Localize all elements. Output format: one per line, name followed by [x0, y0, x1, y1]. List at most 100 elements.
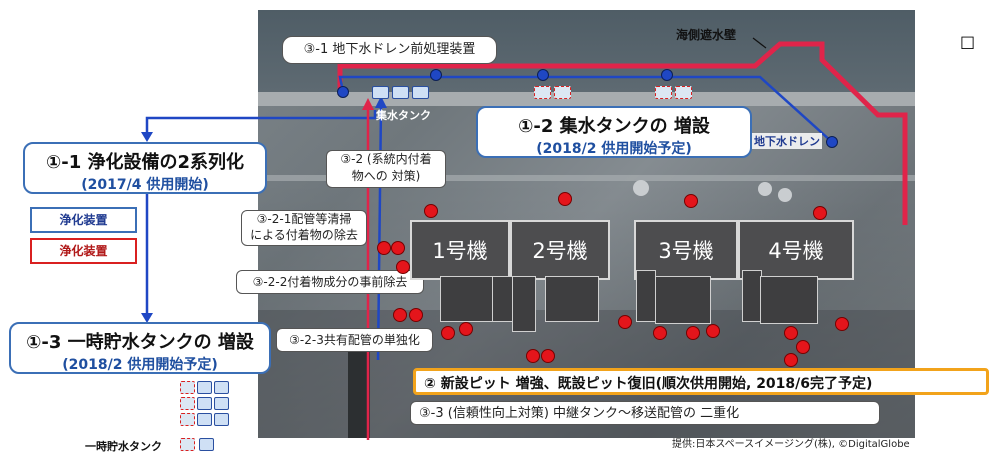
label-3-2: ③-2 (系統内付着 物への 対策) [326, 150, 446, 188]
unit-2: 2号機 [510, 220, 610, 280]
junction-dot [537, 69, 549, 81]
pit-dot [441, 326, 455, 340]
title-marker: □ [960, 32, 976, 51]
planned-tank-icon [180, 413, 195, 426]
tank-icon [412, 86, 429, 99]
turbine-building [545, 276, 599, 322]
box-1-2: ①-2 集水タンクの 増設 (2018/2 供用開始予定) [476, 106, 752, 158]
new-collection-tanks [655, 86, 692, 99]
turbine-building [655, 276, 711, 324]
riser-arrowhead-red [362, 98, 374, 110]
pit-dot [784, 326, 798, 340]
tank-icon [197, 381, 212, 394]
pit-dot [409, 308, 423, 322]
box-1-2-title: ①-2 集水タンクの 増設 [518, 116, 710, 137]
pit-dot [686, 326, 700, 340]
flow-arrowhead-1 [141, 132, 153, 142]
junction-dot [661, 69, 673, 81]
pit-dot [558, 192, 572, 206]
box-1-1-subtitle: (2017/4 供用開始) [81, 177, 209, 193]
collection-tank-label: 集水タンク [376, 109, 431, 122]
box-1-3-subtitle: (2018/2 供用開始予定) [62, 357, 218, 373]
sea-wall-label: 海側遮水壁 [676, 28, 737, 42]
box-1-1: ①-1 浄化設備の2系列化 (2017/4 供用開始) [23, 142, 267, 194]
box-1-3-title: ①-3 一時貯水タンクの 増設 [26, 332, 254, 353]
temp-storage-tanks-row [180, 438, 214, 451]
tank-icon [372, 86, 389, 99]
image-credit: 提供:日本スペースイメージング(株), ©DigitalGlobe [672, 439, 910, 450]
tank-icon [197, 397, 212, 410]
pit-dot [796, 340, 810, 354]
pit-dot [813, 206, 827, 220]
junction-dot [430, 69, 442, 81]
box-1-2-subtitle: (2018/2 供用開始予定) [536, 141, 692, 157]
label-3-2-1-line2: による付着物の除去 [250, 228, 358, 242]
label-3-2-2: ③-2-2付着物成分の事前除去 [236, 270, 424, 294]
planned-tank-icon [180, 438, 195, 451]
label-3-2-line1: ③-2 (系統内付着 [340, 152, 432, 166]
pit-dot [618, 315, 632, 329]
tank-icon [214, 413, 229, 426]
temp-tank-label: 一時貯水タンク [85, 440, 162, 453]
label-3-2-line2: 物への 対策) [351, 169, 421, 183]
turbine-building [512, 276, 536, 332]
unit-1: 1号機 [410, 220, 510, 280]
flow-line-1 [145, 110, 377, 132]
label-3-2-1: ③-2-1配管等清掃 による付着物の除去 [241, 210, 367, 246]
sea-wall-line [337, 41, 908, 225]
label-3-2-3: ③-2-3共有配管の単独化 [276, 328, 433, 352]
road-dark [348, 340, 370, 438]
box-2: ② 新設ピット 増強、既設ピット復旧(順次供用開始, 2018/6完了予定) [413, 368, 989, 395]
site-tank [758, 182, 772, 196]
pit-dot [835, 317, 849, 331]
legend-red: 浄化装置 [30, 238, 137, 264]
flow-arrowhead-2 [141, 313, 153, 323]
unit-3: 3号機 [634, 220, 738, 280]
tank-icon [392, 86, 409, 99]
box-1-1-title: ①-1 浄化設備の2系列化 [45, 152, 245, 173]
label-3-3: ③-3 (信頼性向上対策) 中継タンク～移送配管の 二重化 [410, 401, 880, 425]
tank-icon [197, 413, 212, 426]
pit-dot [706, 324, 720, 338]
pit-dot [377, 241, 391, 255]
tank-icon [199, 438, 214, 451]
turbine-building [760, 276, 818, 324]
pit-dot [396, 260, 410, 274]
turbine-building [440, 276, 494, 322]
turbine-building [636, 270, 656, 322]
planned-tank-icon [554, 86, 571, 99]
pit-dot [391, 241, 405, 255]
planned-tank-icon [675, 86, 692, 99]
pit-dot [526, 349, 540, 363]
pit-dot [424, 204, 438, 218]
planned-tank-icon [180, 381, 195, 394]
pit-dot [541, 349, 555, 363]
subdrain-label: 地下水ドレン [752, 133, 822, 149]
temp-storage-tanks [180, 381, 231, 426]
site-tank [633, 180, 649, 196]
pit-dot [784, 353, 798, 367]
turbine-building [492, 276, 514, 322]
riser-arrowhead-blue [375, 96, 387, 108]
subdrain-line [338, 75, 833, 143]
box-1-3: ①-3 一時貯水タンクの 増設 (2018/2 供用開始予定) [9, 322, 271, 374]
label-3-2-1-line1: ③-2-1配管等清掃 [256, 212, 352, 226]
new-collection-tanks [534, 86, 571, 99]
pit-dot [459, 322, 473, 336]
junction-dot [826, 136, 838, 148]
pit-dot [653, 326, 667, 340]
subdrain-pretreatment-label: ③-1 地下水ドレン前処理装置 [282, 36, 497, 64]
site-tank [778, 188, 792, 202]
inner-road [258, 175, 915, 181]
legend-blue: 浄化装置 [30, 207, 137, 233]
pit-dot [393, 308, 407, 322]
collection-tanks [372, 86, 429, 99]
planned-tank-icon [180, 397, 195, 410]
planned-tank-icon [655, 86, 672, 99]
riser-line-blue [376, 105, 383, 361]
tank-icon [214, 397, 229, 410]
junction-dot [337, 86, 349, 98]
tank-icon [214, 381, 229, 394]
sea-wall-pointer [752, 37, 767, 49]
pit-dot [684, 194, 698, 208]
